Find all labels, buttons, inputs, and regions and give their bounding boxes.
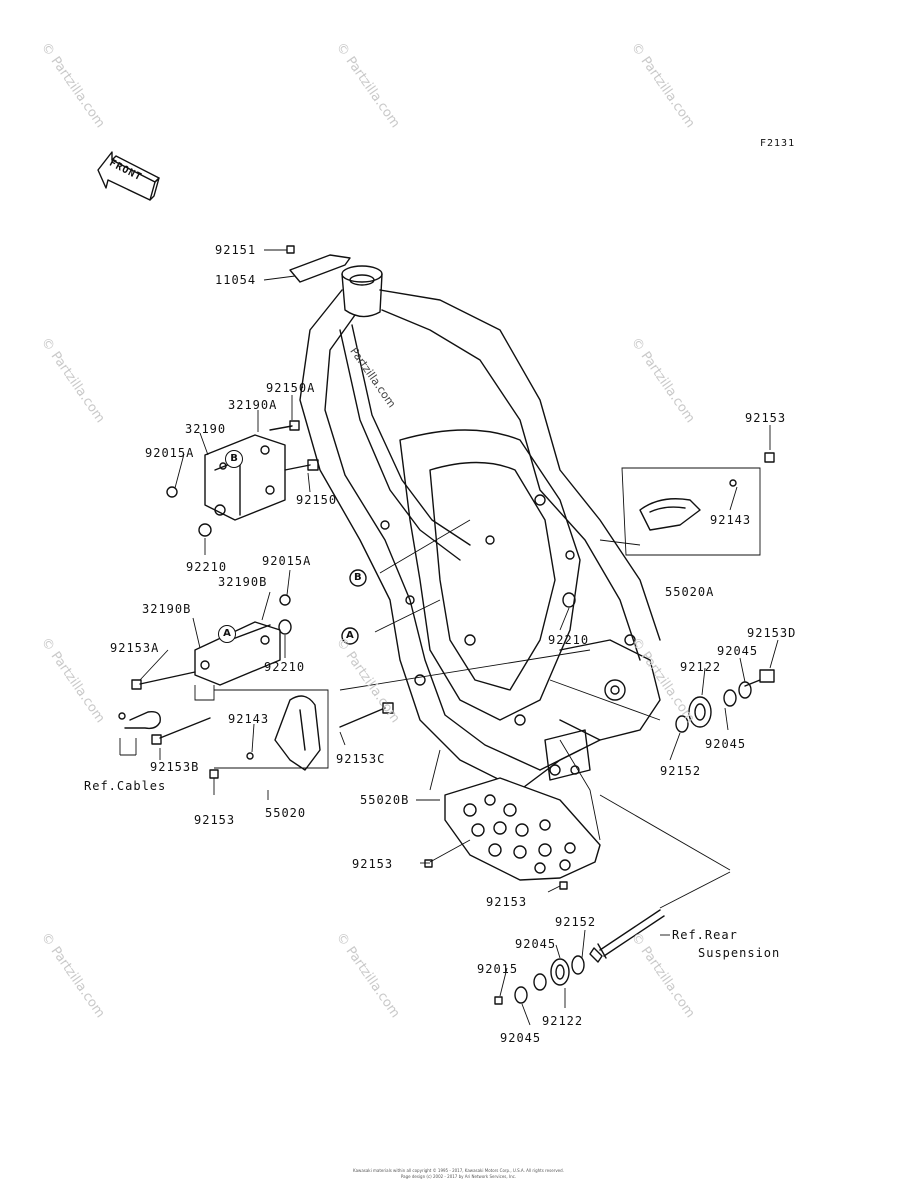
upper-engine-mount (204, 434, 286, 521)
frame-body (299, 265, 661, 791)
part-label-92015A: 92015A (262, 554, 312, 568)
washer-92152-right (675, 715, 689, 733)
part-label-92143: 92143 (710, 513, 752, 527)
figure-id: F2131 (760, 138, 796, 149)
part-label-92015: 92015 (477, 962, 519, 976)
part-label-92045: 92045 (717, 644, 759, 658)
rear-suspension-shaft (589, 909, 665, 963)
callout-b-frame-letter: B (354, 572, 363, 583)
part-label-32190B: 32190B (142, 602, 192, 616)
screw-92153-topright (764, 452, 775, 463)
screw-92151 (286, 245, 295, 254)
part-label-92153B: 92153B (150, 760, 200, 774)
part-label-92210: 92210 (264, 660, 306, 674)
callout-a: A (218, 625, 236, 643)
callout-a-frame (341, 627, 359, 645)
collar-92210-frame (562, 592, 576, 608)
part-label-92152: 92152 (555, 915, 597, 929)
washer-92045-r1 (723, 689, 737, 707)
ref-cables-label: Ref.Cables (84, 779, 167, 793)
part-label-92122: 92122 (542, 1014, 584, 1028)
part-label-92153C: 92153C (336, 752, 386, 766)
copyright-line-1: Kawasaki materials within all copyright … (353, 1168, 564, 1173)
callout-b-frame (349, 569, 367, 587)
screw-92153-left (209, 769, 219, 779)
bolt-92153C (339, 702, 394, 728)
part-label-92143: 92143 (228, 712, 270, 726)
part-label-92152: 92152 (660, 764, 702, 778)
part-label-92150A: 92150A (266, 381, 316, 395)
bottom-pivot-components (494, 955, 585, 1005)
cable-guide-11054 (289, 254, 351, 283)
front-arrow-icon (97, 151, 160, 201)
bolt-92153D (744, 669, 775, 687)
part-label-92153A: 92153A (110, 641, 160, 655)
part-label-92153: 92153 (486, 895, 528, 909)
nut-92015A-mid (279, 594, 291, 606)
bearing-92122-right (688, 696, 712, 728)
part-label-92151: 92151 (215, 243, 257, 257)
part-label-32190A: 32190A (228, 398, 278, 412)
screw-92153-skid (424, 859, 433, 868)
part-label-92153: 92153 (352, 857, 394, 871)
part-label-92045: 92045 (705, 737, 747, 751)
part-label-92122: 92122 (680, 660, 722, 674)
part-label-92153D: 92153D (747, 626, 797, 640)
leader-lines (119, 249, 779, 1026)
bolt-92153B (151, 717, 211, 745)
part-label-55020A: 55020A (665, 585, 715, 599)
callout-b: B (225, 450, 243, 468)
screw-92153-bottom (559, 881, 568, 890)
part-label-55020B: 55020B (360, 793, 410, 807)
part-label-11054: 11054 (215, 273, 257, 287)
part-label-92153: 92153 (745, 411, 787, 425)
part-label-55020: 55020 (265, 806, 307, 820)
bolt-92150A (269, 420, 300, 431)
nut-92015A-top (166, 486, 178, 498)
part-label-92210: 92210 (548, 633, 590, 647)
frame-guard-left (274, 695, 321, 771)
callout-a-frame-letter: A (346, 630, 355, 641)
part-label-92210: 92210 (186, 560, 228, 574)
part-label-32190: 32190 (185, 422, 227, 436)
ref-rear-suspension-label-2: Suspension (698, 946, 781, 960)
collar-92210-top (198, 523, 212, 537)
part-label-92045: 92045 (515, 937, 557, 951)
clip-92143-left (246, 752, 254, 760)
bolt-92150 (284, 459, 319, 471)
clip-92143-right (729, 479, 737, 487)
part-label-32190B: 32190B (218, 575, 268, 589)
ref-rear-suspension-label: Ref.Rear (672, 928, 738, 942)
part-label-92045: 92045 (500, 1031, 542, 1045)
collar-92210-mid (278, 619, 292, 635)
part-label-92153: 92153 (194, 813, 236, 827)
bolt-92153A (131, 671, 196, 690)
cable-clamp (118, 711, 161, 730)
frame-guard-right (639, 498, 701, 531)
skid-plate (444, 777, 601, 881)
lower-engine-mount (194, 621, 281, 686)
copyright-line-2: Page design (c) 2002 - 2017 by Ari Netwo… (400, 1174, 517, 1179)
part-label-92150: 92150 (296, 493, 338, 507)
part-label-92015A: 92015A (145, 446, 195, 460)
washer-92045-r2 (738, 681, 752, 699)
